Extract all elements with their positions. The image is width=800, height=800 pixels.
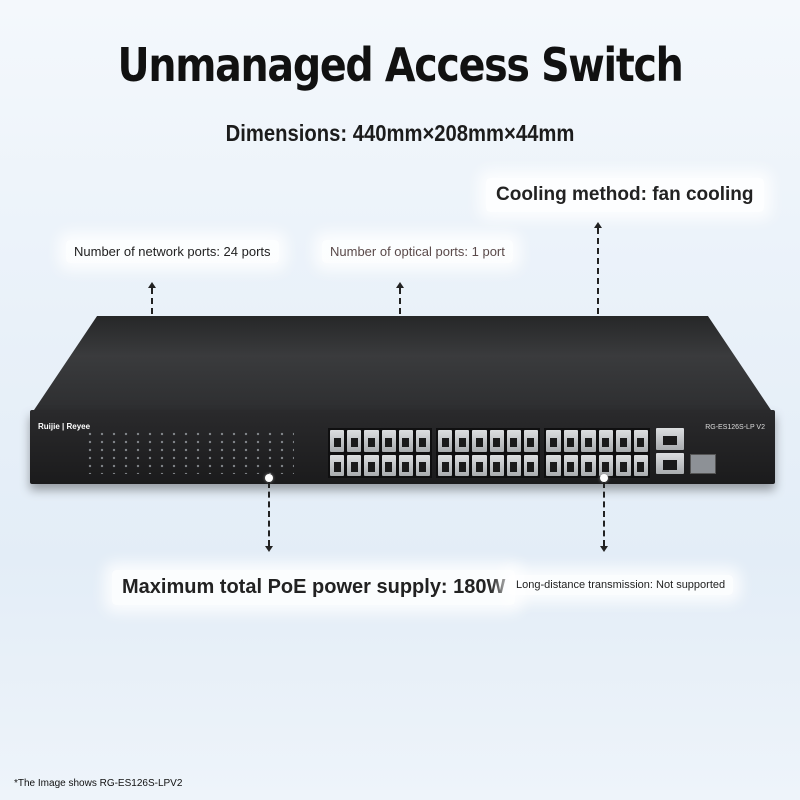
rj45-port: [523, 430, 538, 452]
rj45-port: [472, 430, 487, 452]
rj45-port: [381, 454, 396, 476]
pointer-line: [268, 482, 270, 546]
rj45-port: [455, 430, 470, 452]
cooling-callout: Cooling method: fan cooling: [486, 178, 764, 212]
rj45-port: [330, 454, 345, 476]
arrow-down-icon: [600, 546, 608, 552]
rj45-port: [347, 430, 362, 452]
switch-top-panel: [30, 316, 775, 416]
rj45-port: [616, 430, 631, 452]
rj45-port: [364, 454, 379, 476]
switch-front-panel: Ruijie | Reyee RG-ES126S-LP V2: [30, 410, 775, 484]
pointer-dot: [265, 474, 273, 482]
sfp-port: [690, 454, 716, 474]
rj45-port: [633, 454, 648, 476]
rj45-port: [523, 454, 538, 476]
rj45-port: [438, 454, 453, 476]
rj45-port: [415, 430, 430, 452]
rj45-port: [398, 430, 413, 452]
rj45-port: [563, 454, 578, 476]
rj45-port: [330, 430, 345, 452]
rj45-port: [455, 454, 470, 476]
rj45-port: [563, 430, 578, 452]
port-group-2: [436, 428, 540, 478]
pointer-dot: [600, 474, 608, 482]
rj45-port: [364, 430, 379, 452]
rj45-port: [581, 430, 596, 452]
rj45-port: [581, 454, 596, 476]
rj45-port: [598, 430, 613, 452]
port-group-1: [328, 428, 432, 478]
rj45-port: [472, 454, 487, 476]
pointer-line: [597, 228, 599, 324]
long-distance-callout: Long-distance transmission: Not supporte…: [508, 575, 734, 595]
brand-logo: Ruijie | Reyee: [38, 422, 91, 431]
rj45-port: [546, 454, 561, 476]
rj45-port: [415, 454, 430, 476]
poe-power-callout: Maximum total PoE power supply: 180W: [112, 570, 516, 605]
rj45-port: [381, 430, 396, 452]
rj45-port: [616, 454, 631, 476]
arrow-up-icon: [594, 222, 602, 228]
uplink-ports: [656, 428, 684, 474]
network-ports-callout: Number of network ports: 24 ports: [66, 240, 279, 263]
rj45-port: [598, 454, 613, 476]
page-title: Unmanaged Access Switch: [117, 38, 684, 92]
rj45-port: [633, 430, 648, 452]
rj45-port: [489, 430, 504, 452]
optical-ports-callout: Number of optical ports: 1 port: [322, 240, 513, 263]
rj45-port: [656, 452, 684, 474]
rj45-port: [347, 454, 362, 476]
rj45-port: [489, 454, 504, 476]
port-group-3: [544, 428, 650, 478]
rj45-port: [506, 430, 521, 452]
pointer-line: [603, 482, 605, 546]
pointer-line: [399, 288, 401, 324]
model-label: RG-ES126S-LP V2: [705, 424, 765, 431]
rj45-port: [438, 430, 453, 452]
arrow-down-icon: [265, 546, 273, 552]
rj45-port: [506, 454, 521, 476]
pointer-line: [151, 288, 153, 324]
rj45-port: [398, 454, 413, 476]
arrow-up-icon: [148, 282, 156, 288]
footnote: *The Image shows RG-ES126S-LPV2: [14, 778, 183, 789]
arrow-up-icon: [396, 282, 404, 288]
rj45-port: [546, 430, 561, 452]
status-leds: [84, 430, 294, 474]
dimensions-text: Dimensions: 440mm×208mm×44mm: [225, 120, 575, 146]
rj45-port: [656, 428, 684, 450]
